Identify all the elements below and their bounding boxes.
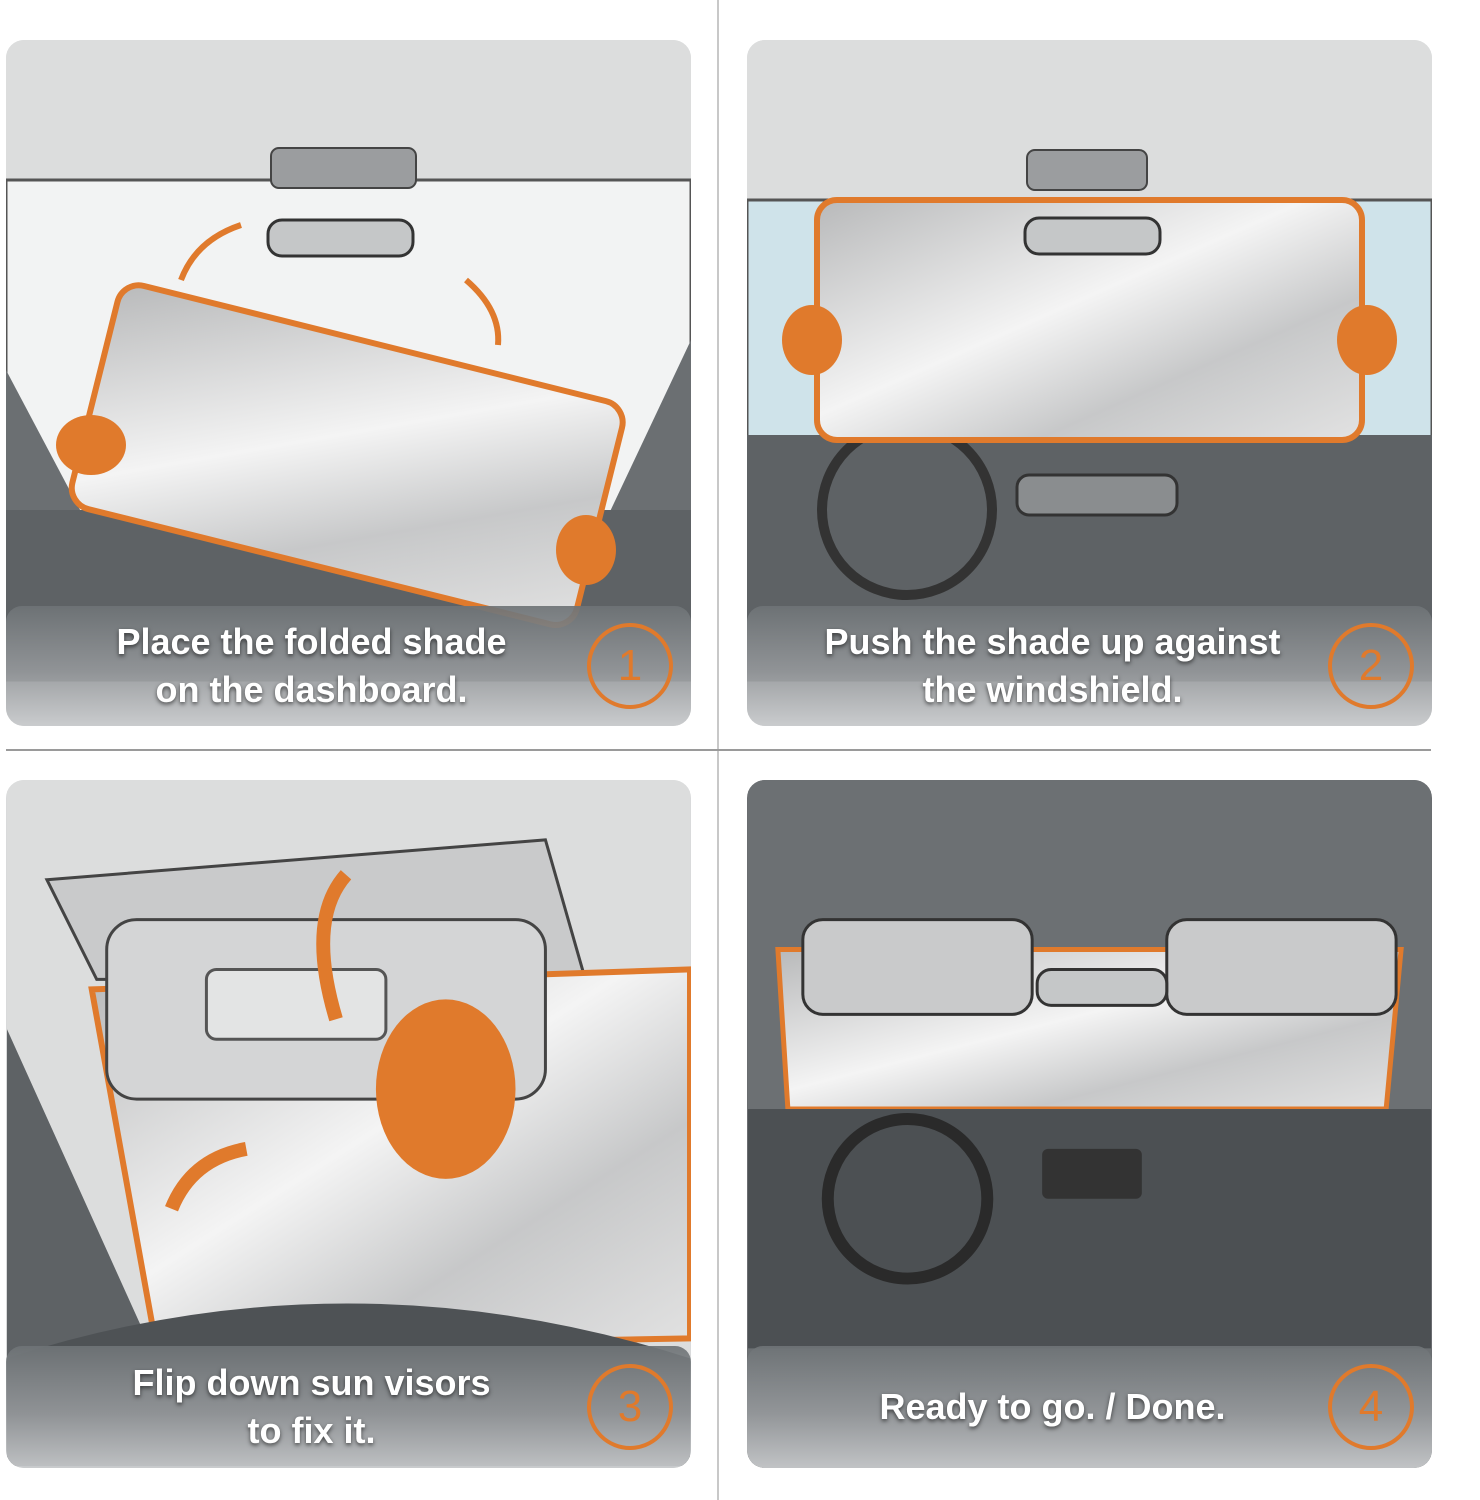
step-4-text: Ready to go. / Done. <box>879 1386 1226 1427</box>
air-vent <box>1015 473 1179 517</box>
step-3-text: Flip down sun visors to fix it. <box>132 1362 491 1451</box>
horizontal-divider <box>6 749 1431 751</box>
step-4-panel: Ready to go. / Done. 4 <box>747 780 1432 1468</box>
step-1-number-badge: 1 <box>587 623 673 709</box>
mirror-mount <box>270 147 417 189</box>
steering-wheel-icon <box>821 1113 994 1285</box>
rearview-mirror-icon <box>266 218 415 258</box>
rearview-mirror-icon <box>1023 216 1162 256</box>
step-1-panel: Place the folded shade on the dashboard.… <box>6 40 691 726</box>
arrow-icon <box>178 222 242 282</box>
step-4-caption: Ready to go. / Done. 4 <box>747 1346 1432 1468</box>
step-2-number-badge: 2 <box>1328 623 1414 709</box>
step-2-caption: Push the shade up against the windshield… <box>747 606 1432 726</box>
arrow-icon <box>165 1142 248 1212</box>
folded-shade <box>68 282 626 628</box>
step-1-text: Place the folded shade on the dashboard. <box>116 621 507 710</box>
sun-visor <box>801 918 1034 1016</box>
step-4-number-badge: 4 <box>1328 1364 1414 1450</box>
arrow-icon <box>316 870 352 1022</box>
glove-icon <box>56 415 126 475</box>
glove-icon <box>782 305 842 375</box>
step-2-panel: Push the shade up against the windshield… <box>747 40 1432 726</box>
step-1-caption: Place the folded shade on the dashboard.… <box>6 606 691 726</box>
glove-icon <box>375 999 516 1179</box>
rearview-mirror-icon <box>1035 967 1169 1007</box>
step-3-panel: Flip down sun visors to fix it. 3 <box>6 780 691 1468</box>
sun-visor <box>1165 918 1398 1016</box>
step-3-number-badge: 3 <box>587 1364 673 1450</box>
arrow-icon <box>464 277 502 346</box>
glove-icon <box>556 515 616 585</box>
glove-icon <box>1337 305 1397 375</box>
step-2-text: Push the shade up against the windshield… <box>824 621 1281 710</box>
step-3-caption: Flip down sun visors to fix it. 3 <box>6 1346 691 1468</box>
infotainment-screen <box>1042 1148 1142 1199</box>
